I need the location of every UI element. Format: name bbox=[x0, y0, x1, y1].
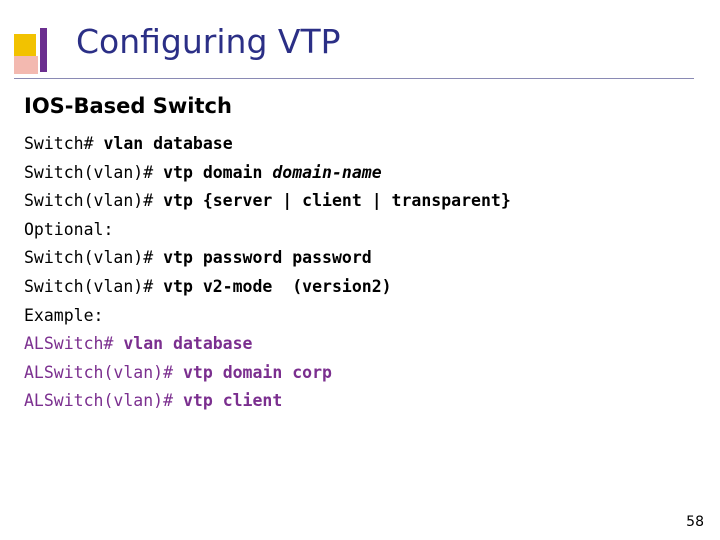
code-segment: vtp client bbox=[182, 391, 283, 411]
code-segment: vtp password password bbox=[163, 248, 372, 268]
decor-yellow-square bbox=[14, 34, 36, 56]
code-segment: ALSwitch(vlan)# bbox=[24, 362, 183, 382]
decor-pink-square bbox=[14, 56, 38, 74]
section-subtitle: IOS-Based Switch bbox=[24, 94, 232, 118]
code-segment: Example: bbox=[24, 305, 104, 325]
code-line: Switch(vlan)# vtp v2-mode (version2) bbox=[24, 273, 704, 302]
code-line: Switch# vlan database bbox=[24, 130, 704, 159]
code-segment: vtp v2-mode (version2) bbox=[163, 276, 392, 296]
code-line: Switch(vlan)# vtp password password bbox=[24, 244, 704, 273]
code-segment: vtp {server | client | transparent} bbox=[163, 191, 511, 211]
code-line: Switch(vlan)# vtp {server | client | tra… bbox=[24, 187, 704, 216]
code-line: Example: bbox=[24, 302, 704, 331]
code-line: Optional: bbox=[24, 216, 704, 245]
code-segment: vlan database bbox=[103, 134, 233, 153]
code-segment: Switch(vlan)# bbox=[24, 276, 164, 296]
code-segment: Switch(vlan)# bbox=[24, 162, 164, 182]
code-segment: Switch(vlan)# bbox=[24, 248, 164, 268]
code-line: ALSwitch(vlan)# vtp domain corp bbox=[24, 359, 704, 388]
header-divider bbox=[14, 78, 694, 79]
code-line: ALSwitch# vlan database bbox=[24, 330, 704, 359]
code-segment: domain-name bbox=[272, 162, 382, 182]
slide-header: Configuring VTP bbox=[0, 0, 720, 82]
code-segment: Optional: bbox=[24, 219, 114, 239]
decor-purple-bar bbox=[40, 28, 47, 72]
code-line: Switch(vlan)# vtp domain domain-name bbox=[24, 159, 704, 188]
code-segment: Switch# bbox=[24, 134, 104, 153]
code-segment: Switch(vlan)# bbox=[24, 191, 164, 211]
code-segment: ALSwitch(vlan)# bbox=[24, 391, 183, 411]
code-line: ALSwitch(vlan)# vtp client bbox=[24, 387, 704, 416]
page-title: Configuring VTP bbox=[76, 22, 341, 61]
code-segment: vtp domain bbox=[163, 162, 273, 182]
code-segment: ALSwitch# bbox=[24, 334, 124, 354]
code-segment: vlan database bbox=[123, 334, 253, 354]
code-segment: vtp domain corp bbox=[182, 362, 332, 382]
page-number: 58 bbox=[686, 514, 704, 530]
